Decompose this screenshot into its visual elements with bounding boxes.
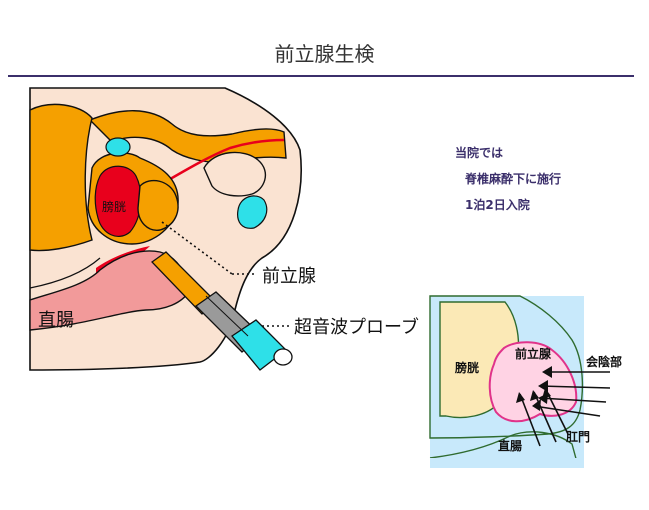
symphysis [203,151,267,197]
arrowhead [532,399,541,411]
main-prostate-label: 前立腺 [262,266,316,287]
notes-line-stay: 1泊2日入院 [465,198,530,212]
cyan-structure-right [237,195,268,229]
inset-prostate [488,341,578,423]
probe-end-cap [273,348,293,366]
arrowhead [516,392,525,403]
arrowhead [542,388,551,399]
needle-arrow [533,405,601,417]
inset-body-outline [429,295,584,439]
needle-arrow [545,389,569,435]
main-rectum-label: 直腸 [38,310,74,331]
inset-anus-label: 肛門 [566,429,590,444]
needle-arrow [519,393,541,447]
inset-rectum-label: 直腸 [498,438,522,453]
main-bladder-label: 膀胱 [102,199,126,214]
ultrasound-probe [151,251,293,371]
needle-arrowheads [516,366,552,411]
inset-perineum-label: 会陰部 [586,354,622,369]
pelvic-muscle [29,103,93,252]
pubic-bone [88,110,287,164]
inset-rectum-wall [429,431,579,467]
needle-arrow [533,391,557,443]
probe-cable [205,295,249,337]
inset-bladder-label: 膀胱 [454,360,479,375]
prostate-organ [137,179,179,231]
title-divider [8,75,634,77]
inset-diagram: 膀胱 前立腺 会陰部 肛門 直腸 [429,295,622,468]
cyan-structure-top [105,137,131,157]
rectum-wall [29,257,101,289]
main-anatomy-diagram: 膀胱 前立腺 直腸 超音波プローブ [29,87,419,371]
inset-prostate-label: 前立腺 [515,346,552,361]
main-probe-label: 超音波プローブ [294,316,419,338]
arrowhead [542,366,552,378]
page-title: 前立腺生検 [274,42,375,66]
bladder-inner [94,165,142,237]
notes-line-anesthesia: 脊椎麻酔下に施行 [465,172,562,186]
hospital-notes: 当院では 脊椎麻酔下に施行 1泊2日入院 [455,140,561,218]
inset-bottom-strip [430,458,584,468]
arrowhead [530,390,539,401]
needle-arrow [539,385,611,389]
transrectal-needle-arrows [519,389,569,447]
notes-line-hospital: 当院では [455,146,504,160]
